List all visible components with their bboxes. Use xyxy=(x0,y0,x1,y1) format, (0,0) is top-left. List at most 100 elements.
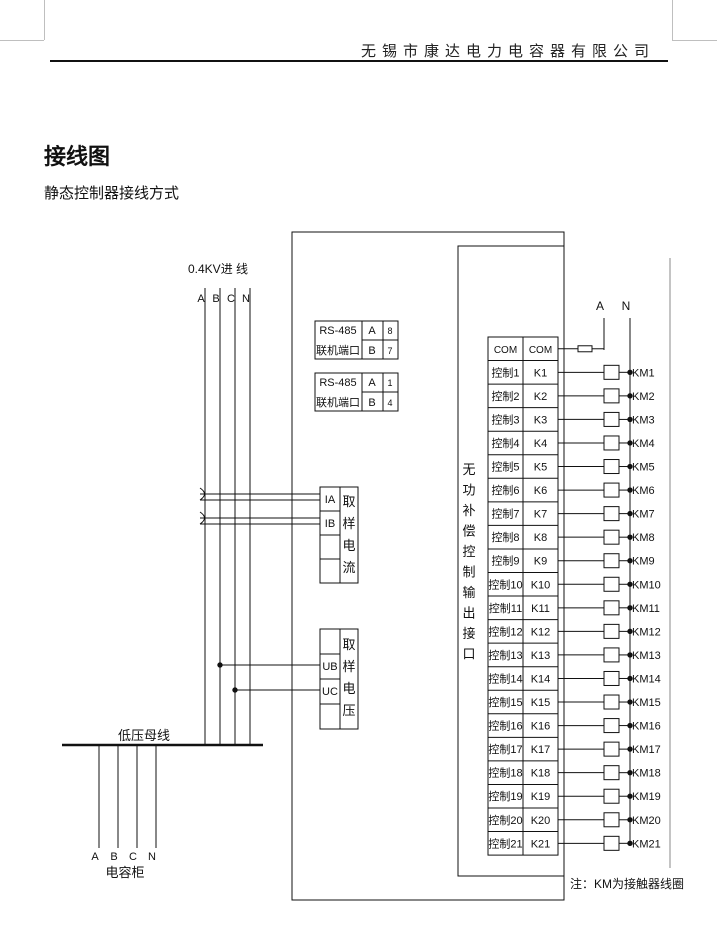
contactor-coil-icon xyxy=(603,411,620,427)
incoming-label: 0.4KV进 线 xyxy=(188,262,248,276)
neutral-junction xyxy=(627,817,633,823)
fuse-icon xyxy=(577,345,593,353)
control-label: 控制9 xyxy=(491,554,519,568)
contactor-coil-icon xyxy=(603,765,620,781)
contactor-coil-icon xyxy=(603,741,620,757)
control-label: 控制19 xyxy=(488,789,522,803)
control-label: 控制21 xyxy=(488,836,522,850)
voltage-sampling-char: 压 xyxy=(342,703,355,718)
contactor-coil-icon xyxy=(603,576,620,592)
k-terminal-label: K12 xyxy=(531,626,551,638)
neutral-junction xyxy=(627,510,633,517)
km-label: KM18 xyxy=(632,768,661,780)
contactor-coil-icon xyxy=(603,670,620,686)
contactor-coil-icon xyxy=(603,482,620,498)
control-label: 控制14 xyxy=(488,671,522,685)
neutral-junction xyxy=(627,840,633,847)
supply-n-label: N xyxy=(622,299,631,313)
km-label: KM14 xyxy=(632,673,661,685)
neutral-junction xyxy=(627,463,633,470)
control-label: 控制13 xyxy=(488,648,522,662)
neutral-junction xyxy=(627,769,633,776)
control-label: 控制1 xyxy=(491,365,519,379)
rs485-port-1: RS-485 联机端口 A B 8 7 xyxy=(314,320,399,360)
neutral-junction xyxy=(627,558,633,564)
km-label: KM4 xyxy=(632,438,655,450)
neutral-junction xyxy=(627,416,633,423)
output-interface-char: 偿 xyxy=(462,524,475,539)
com-right-label: COM xyxy=(529,345,552,356)
contactor-coil-icon xyxy=(603,435,620,451)
capacitor-feed-lines xyxy=(98,745,157,848)
neutral-junction xyxy=(627,605,633,611)
km-label: KM7 xyxy=(632,509,655,521)
output-interface-char: 出 xyxy=(462,606,475,621)
control-label: 控制20 xyxy=(488,813,522,827)
output-interface-char: 补 xyxy=(462,503,475,518)
neutral-junction xyxy=(627,628,633,635)
com-left-label: COM xyxy=(494,345,517,356)
contactor-coil-icon xyxy=(603,623,620,639)
rs485-port-1-pin-b: B xyxy=(368,345,375,357)
incoming-phase-n: N xyxy=(242,293,250,305)
capacitor-phase-a: A xyxy=(91,851,99,863)
section-subtitle: 静态控制器接线方式 xyxy=(44,184,180,202)
k-terminal-label: K11 xyxy=(531,603,550,615)
k-terminal-label: K20 xyxy=(531,815,551,827)
km-label: KM13 xyxy=(632,650,661,662)
current-transformer-wires xyxy=(199,487,320,525)
incoming-phase-b: B xyxy=(212,293,219,305)
neutral-junction xyxy=(627,534,633,540)
k-terminal-label: K21 xyxy=(531,838,551,850)
control-label: 控制16 xyxy=(488,719,522,733)
k-terminal-label: K7 xyxy=(534,509,547,521)
current-sampling-char: 流 xyxy=(342,560,355,575)
km-label: KM6 xyxy=(632,485,655,497)
km-label: KM5 xyxy=(632,462,655,474)
rs485-port-2-num-a: 1 xyxy=(387,378,392,388)
contactor-coil-icon xyxy=(603,529,620,545)
company-name: 无锡市康达电力电容器有限公司 xyxy=(360,42,655,60)
contactor-coil-icon xyxy=(603,647,620,663)
current-terminal-labels: IA IB xyxy=(325,494,336,530)
current-sampling-char: 取 xyxy=(342,494,355,509)
corner-mark-top-right xyxy=(672,0,673,40)
supply-a-label: A xyxy=(596,299,604,313)
control-label: 控制8 xyxy=(491,530,519,544)
k-terminal-label: K16 xyxy=(531,721,551,733)
k-terminal-label: K4 xyxy=(534,438,547,450)
rs485-port-2-line1: RS-485 xyxy=(319,377,356,389)
k-terminal-label: K3 xyxy=(534,414,547,426)
control-label: 控制2 xyxy=(491,389,519,403)
k-terminal-label: K6 xyxy=(534,485,547,497)
contactor-coil-icon xyxy=(603,388,620,404)
contactor-coil-icon xyxy=(603,600,620,616)
km-label: KM20 xyxy=(632,815,661,827)
control-label: 控制6 xyxy=(491,483,519,497)
neutral-junction xyxy=(627,793,633,799)
corner-mark-top-left-h xyxy=(0,40,44,41)
neutral-junction xyxy=(627,675,633,682)
incoming-phase-c: C xyxy=(227,293,235,305)
current-sampling-char: 样 xyxy=(342,516,355,531)
rs485-port-2-pin-b: B xyxy=(368,397,375,409)
capacitor-label: 电容柜 xyxy=(105,865,144,880)
neutral-junction xyxy=(627,393,633,399)
km-label: KM19 xyxy=(632,791,661,803)
current-terminal-ib: IB xyxy=(325,518,335,530)
neutral-junction xyxy=(627,487,633,493)
rs485-port-2-pin-a: A xyxy=(368,377,376,389)
control-label: 控制11 xyxy=(489,601,522,615)
current-terminal-ia: IA xyxy=(325,494,336,506)
km-label: KM12 xyxy=(632,626,661,638)
control-label: 控制17 xyxy=(488,742,522,756)
control-label: 控制12 xyxy=(488,624,522,638)
corner-mark-top-left xyxy=(44,0,45,40)
output-interface-char: 控 xyxy=(462,544,475,559)
k-terminal-label: K1 xyxy=(534,367,547,379)
